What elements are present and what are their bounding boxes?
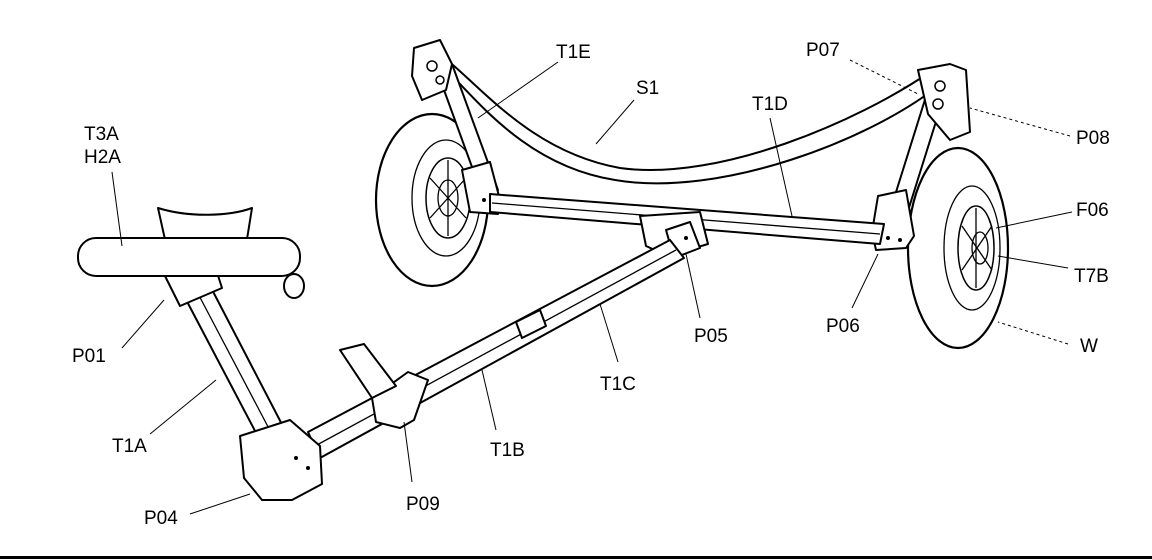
label-t3a: T3A — [84, 124, 119, 145]
label-p07: P07 — [806, 40, 840, 61]
left-upright — [411, 39, 501, 215]
bottom-rule — [0, 556, 1152, 559]
front-boom-t1a — [181, 277, 289, 449]
handle-assembly — [77, 207, 305, 307]
leader-lines — [111, 59, 1073, 515]
label-s1: S1 — [636, 78, 659, 99]
label-p05: P05 — [694, 326, 728, 347]
part-labels: T3A H2A P01 T1A P04 P09 T1B T1C P05 P06 … — [72, 40, 1110, 529]
label-t1a: T1A — [112, 436, 147, 457]
label-p01: P01 — [72, 346, 106, 367]
front-joint — [339, 343, 429, 429]
corner-foot — [239, 419, 323, 501]
label-p04: P04 — [144, 508, 178, 529]
label-w: W — [1080, 336, 1098, 357]
label-t7b: T7B — [1074, 266, 1109, 287]
label-p09: P09 — [406, 494, 440, 515]
label-t1e: T1E — [556, 42, 591, 63]
sling-s1 — [429, 47, 939, 185]
label-h2a: H2A — [84, 147, 121, 168]
label-p06: P06 — [826, 316, 860, 337]
label-t1d: T1D — [752, 94, 788, 115]
right-wheel — [906, 146, 1010, 350]
label-p08: P08 — [1076, 128, 1110, 149]
label-f06: F06 — [1076, 200, 1109, 221]
right-upright — [871, 63, 971, 251]
left-wheel — [374, 112, 490, 288]
label-t1c: T1C — [600, 374, 636, 395]
label-t1b: T1B — [490, 440, 525, 461]
